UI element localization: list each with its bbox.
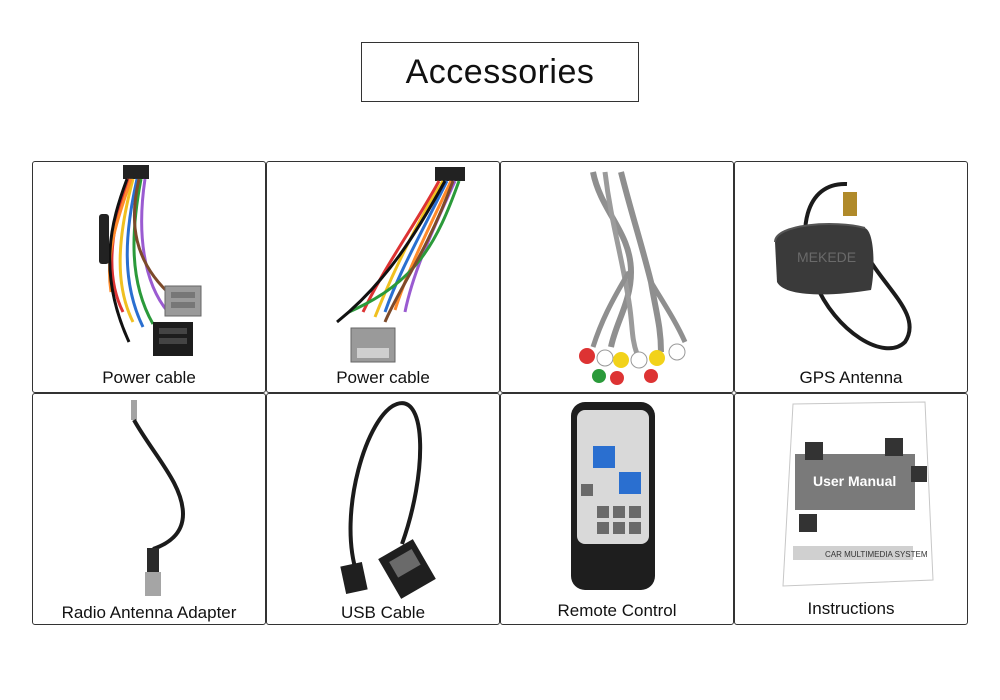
user-manual-image: User Manual CAR MULTIMEDIA SYSTEM <box>782 401 934 587</box>
page-title-box: Accessories <box>361 42 639 102</box>
gps-brand-mark: MEKEDE <box>797 249 856 265</box>
accessory-label: GPS Antenna <box>799 368 903 387</box>
accessory-card-radio-antenna-adapter: Radio Antenna Adapter <box>32 393 266 625</box>
accessory-label: USB Cable <box>340 603 426 622</box>
accessory-label: Instructions <box>807 599 895 618</box>
accessory-card-power-cable-1: Power cable <box>32 161 266 393</box>
usb-cable-image <box>340 401 436 599</box>
page-title: Accessories <box>405 52 595 91</box>
accessory-label: Radio Antenna Adapter <box>61 603 237 622</box>
manual-cover-title: User Manual <box>813 473 896 489</box>
power-cable-harness-image <box>99 165 202 356</box>
accessory-card-rca-cable <box>500 161 734 393</box>
gps-antenna-image: MEKEDE <box>774 181 912 351</box>
accessory-card-power-cable-2: Power cable <box>266 161 500 393</box>
power-cable-adapter-image <box>336 167 465 363</box>
radio-antenna-adapter-image <box>131 400 186 596</box>
accessory-card-gps-antenna: MEKEDE GPS Antenna <box>734 161 968 393</box>
remote-control-image <box>571 402 655 590</box>
accessory-label: Remote Control <box>557 601 677 620</box>
manual-cover-subtitle: CAR MULTIMEDIA SYSTEM <box>825 550 928 559</box>
accessory-card-instructions: User Manual CAR MULTIMEDIA SYSTEM Instru… <box>734 393 968 625</box>
accessory-label: Power cable <box>336 368 430 387</box>
rca-cable-image <box>579 171 688 385</box>
accessory-card-remote-control: Remote Control <box>500 393 734 625</box>
accessory-card-usb-cable: USB Cable <box>266 393 500 625</box>
accessories-grid: Power cable Power cable <box>32 161 969 626</box>
accessory-label: Power cable <box>102 368 196 387</box>
